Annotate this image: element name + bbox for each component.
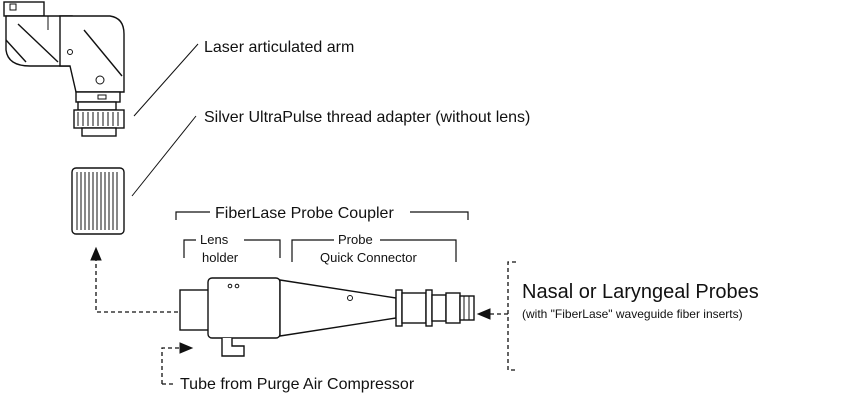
lens-holder-label-line2: holder [202,250,239,265]
quick-connector-label-line1: Probe [338,232,373,247]
purge-tube-label: Tube from Purge Air Compressor [180,376,415,393]
lens-holder-bracket [183,239,281,258]
lens-holder-label-line1: Lens [200,232,229,247]
thread-adapter-label: Silver UltraPulse thread adapter (withou… [204,109,530,126]
probe-coupler-illustration [179,277,475,357]
purge-tube-arrow [161,342,194,385]
arm-leader-line [133,43,199,117]
probes-title-label: Nasal or Laryngeal Probes [522,281,759,303]
assembly-arrow-left [90,246,178,313]
thread-adapter-illustration [71,167,125,235]
quick-connector-bracket [291,239,457,262]
adapter-leader-line [131,115,197,197]
probe-coupler-label: FiberLase Probe Coupler [215,205,394,222]
articulated-arm-label: Laser articulated arm [204,39,354,56]
probe-insert-arrow [476,261,516,371]
quick-connector-label-line2: Quick Connector [320,250,417,265]
coupler-bracket [175,211,469,220]
articulated-arm-illustration [3,1,125,137]
probes-subtitle-label: (with "FiberLase" waveguide fiber insert… [522,307,743,321]
